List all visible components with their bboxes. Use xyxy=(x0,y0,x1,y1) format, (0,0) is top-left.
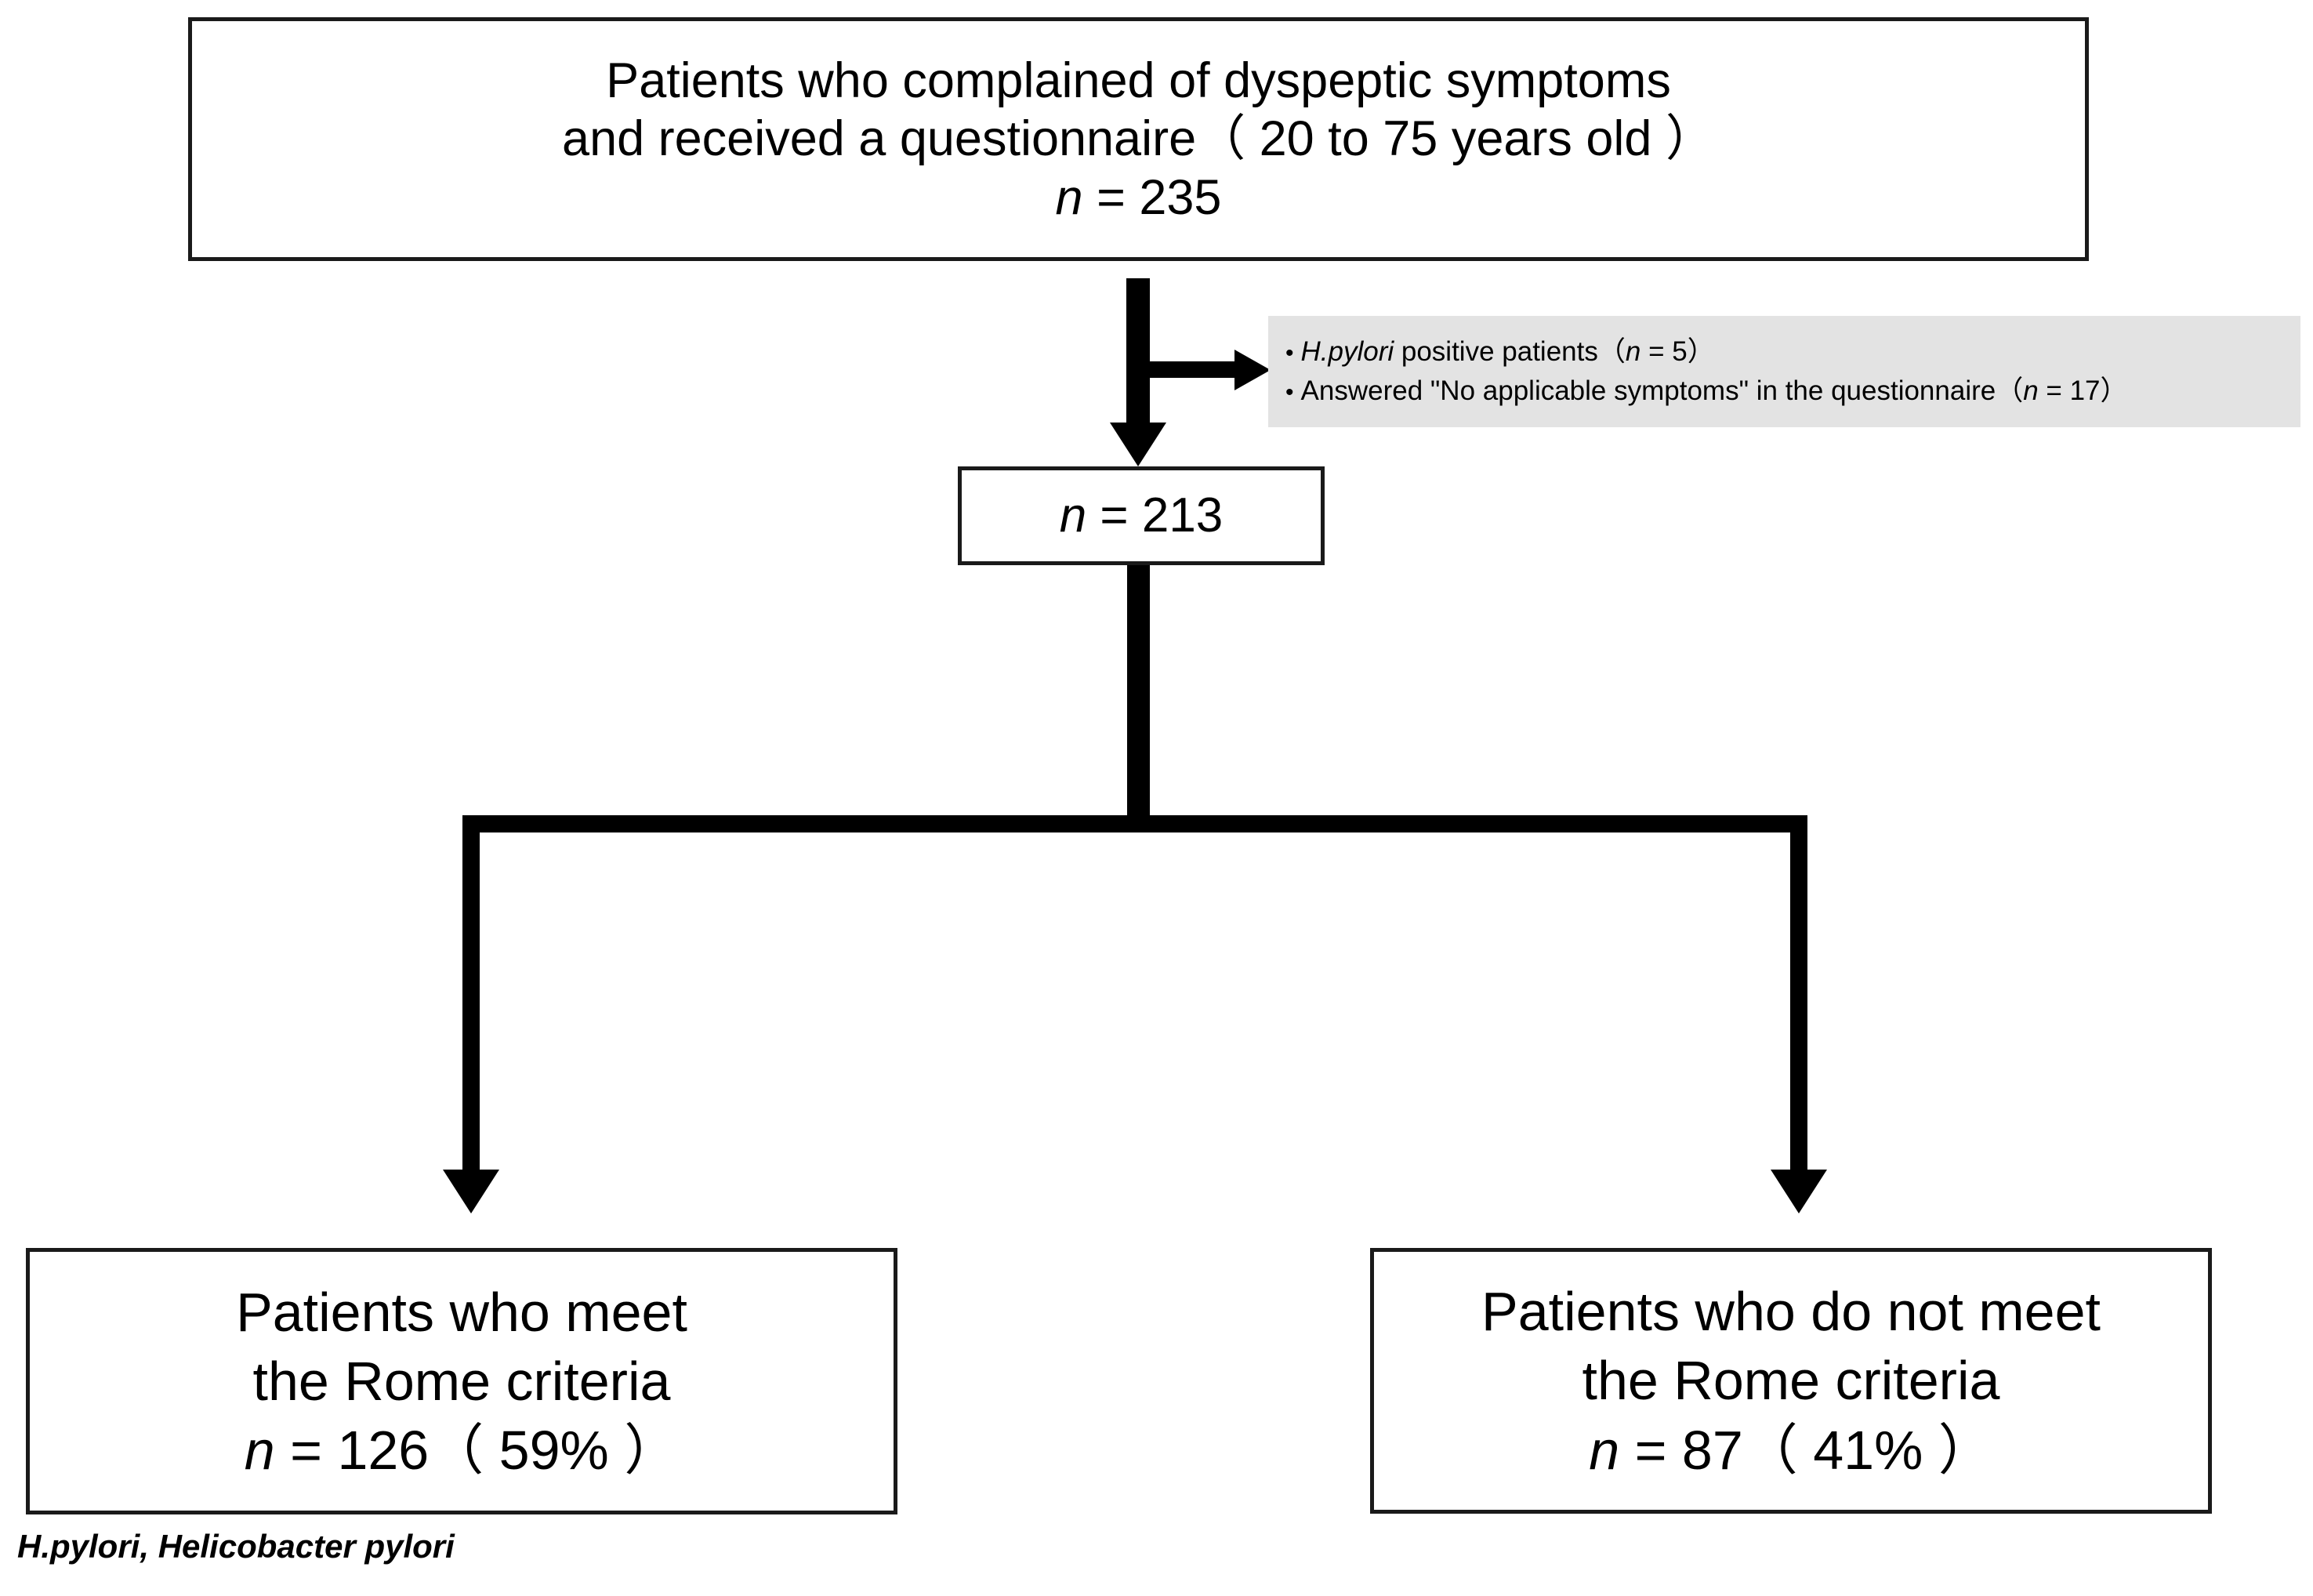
abbreviation-footnote: H.pylori, Helicobacter pylori xyxy=(17,1528,455,1565)
eligible-n-value: = 213 xyxy=(1086,488,1224,542)
enrolled-line-1: Patients who complained of dyspeptic sym… xyxy=(606,53,1671,108)
outcome-does-not-meet-rome-criteria-box: Patients who do not meet the Rome criter… xyxy=(1370,1248,2212,1514)
arrowhead-fork-right xyxy=(1771,1170,1827,1213)
enrolled-count: n = 235 xyxy=(1056,169,1222,227)
exclusion-n-label: n xyxy=(1625,336,1641,368)
enrolled-n-label: n xyxy=(1055,169,1083,225)
exclusion-text: Answered "No applicable symptoms" in the… xyxy=(1300,375,2024,406)
outcome-left-n-label: n xyxy=(244,1420,275,1482)
arrowhead-enrolled-to-eligible xyxy=(1110,423,1166,466)
exclusion-emphasis: H.pylori xyxy=(1300,336,1394,368)
fork-bar xyxy=(462,815,1807,832)
exclusion-text: positive patients（ xyxy=(1394,336,1626,368)
exclusion-n-count: = 5） xyxy=(1640,336,1715,368)
eligible-patients-box: n = 213 xyxy=(958,466,1325,565)
exclusion-item: • Answered "No applicable symptoms" in t… xyxy=(1285,372,2289,411)
connector-eligible-stem xyxy=(1127,565,1150,815)
connector-to-exclusions xyxy=(1150,361,1236,378)
connector-enrolled-to-eligible xyxy=(1126,278,1150,423)
outcome-left-line-1: Patients who meet xyxy=(236,1281,687,1343)
outcome-right-n-value: = 87（ 41% ） xyxy=(1619,1419,1993,1481)
connector-fork-right xyxy=(1790,815,1807,1170)
outcome-right-n-label: n xyxy=(1589,1419,1620,1481)
exclusion-item-text: H.pylori positive patients（n = 5） xyxy=(1301,332,1715,372)
outcome-left-count: n = 126（ 59% ） xyxy=(245,1416,680,1485)
exclusion-n-label: n xyxy=(2023,375,2039,406)
outcome-left-line-2: the Rome criteria xyxy=(252,1350,671,1412)
eligible-count: n = 213 xyxy=(1059,488,1224,542)
enrolled-patients-box: Patients who complained of dyspeptic sym… xyxy=(188,17,2089,261)
enrolled-line-2: and received a questionnaire（ 20 to 75 y… xyxy=(562,111,1715,167)
outcome-left-n-value: = 126（ 59% ） xyxy=(274,1420,680,1482)
outcome-right-count: n = 87（ 41% ） xyxy=(1589,1416,1993,1485)
eligible-n-label: n xyxy=(1059,488,1087,542)
bullet-icon: • xyxy=(1285,379,1294,405)
exclusions-panel: • H.pylori positive patients（n = 5） • An… xyxy=(1268,316,2300,427)
outcome-right-line-1: Patients who do not meet xyxy=(1481,1281,2101,1343)
exclusion-item: • H.pylori positive patients（n = 5） xyxy=(1285,332,2289,372)
bullet-icon: • xyxy=(1285,340,1294,367)
exclusion-n-count: = 17） xyxy=(2038,375,2128,406)
exclusion-item-text: Answered "No applicable symptoms" in the… xyxy=(1301,372,2128,411)
outcome-right-line-2: the Rome criteria xyxy=(1582,1350,2000,1412)
connector-fork-left xyxy=(462,815,480,1170)
outcome-meets-rome-criteria-box: Patients who meet the Rome criteria n = … xyxy=(26,1248,897,1514)
arrowhead-to-exclusions xyxy=(1234,350,1271,390)
arrowhead-fork-left xyxy=(443,1170,499,1213)
enrolled-n-value: = 235 xyxy=(1082,169,1222,225)
